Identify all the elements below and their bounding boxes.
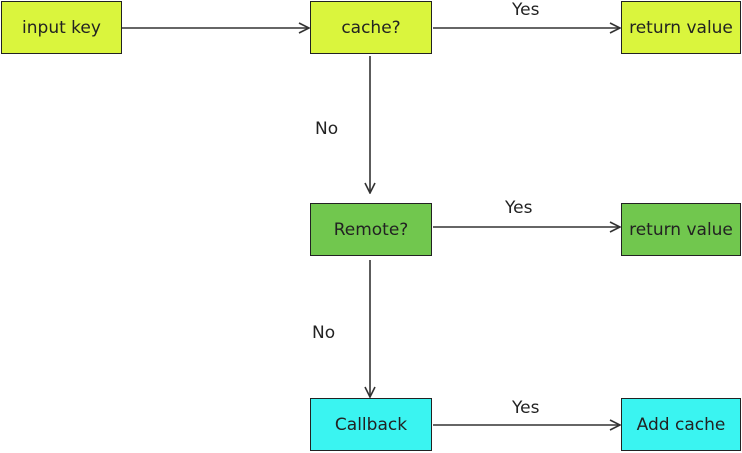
edge-label-callback-yes: Yes: [512, 398, 540, 418]
node-add-cache: Add cache: [621, 398, 741, 451]
node-remote-check: Remote?: [310, 203, 432, 256]
node-return-value-2-label: return value: [629, 219, 733, 240]
edge-label-remote-no: No: [312, 323, 336, 343]
edge-label-remote-yes: Yes: [505, 198, 533, 218]
node-add-cache-label: Add cache: [636, 414, 726, 435]
node-cache-check: cache?: [310, 1, 432, 54]
node-return-value-2: return value: [621, 203, 741, 256]
edge-label-cache-yes: Yes: [512, 0, 540, 20]
node-input-key: input key: [1, 1, 122, 54]
node-return-value-1: return value: [621, 1, 741, 54]
node-cache-check-label: cache?: [341, 17, 401, 38]
node-input-key-label: input key: [22, 17, 101, 38]
node-return-value-1-label: return value: [629, 17, 733, 38]
edge-label-cache-no: No: [315, 119, 339, 139]
node-callback-label: Callback: [334, 414, 408, 435]
node-callback: Callback: [310, 398, 432, 451]
node-remote-check-label: Remote?: [333, 219, 409, 240]
